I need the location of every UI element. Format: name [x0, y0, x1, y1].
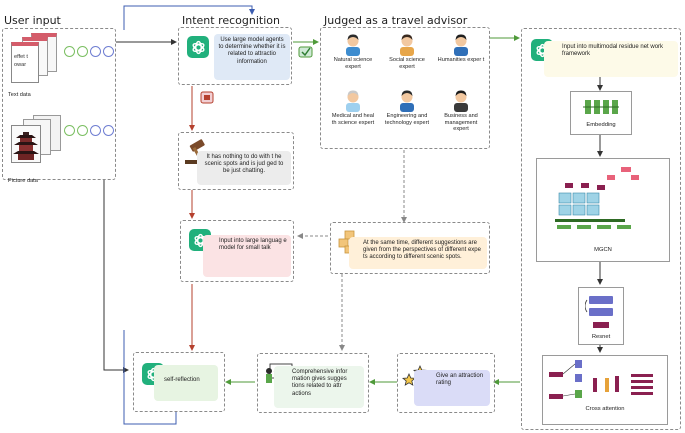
chatgpt-logo-icon	[187, 36, 209, 58]
not-related-box: It has nothing to do with t he scenic sp…	[178, 132, 294, 190]
text-token-circle	[64, 46, 75, 57]
picture-data-label: Picture data	[8, 178, 38, 184]
embedding-label: Embedding	[586, 122, 616, 128]
expert-label: Natural science expert	[333, 57, 373, 70]
not-related-text: It has nothing to do with t he scenic sp…	[197, 151, 291, 185]
rating-text: Give an attraction rating	[414, 370, 490, 406]
section-title-travel-advisor: Judged as a travel advisor	[324, 14, 468, 27]
expert-card: Social science expert	[383, 32, 431, 86]
reject-chip-icon	[200, 91, 214, 104]
mgcn-block: MGCN	[536, 158, 670, 262]
text-token-circle	[103, 46, 114, 57]
suggestions-box: At the same time, different suggestions …	[330, 222, 490, 274]
text-token-circle	[77, 46, 88, 57]
small-talk-text: Input into large languag e model for sma…	[203, 235, 291, 277]
user-input-box: effet t owar Text data Picture data	[2, 28, 116, 184]
expert-label: Humanities exper t	[437, 57, 485, 63]
expert-avatar-icon	[346, 90, 360, 112]
section-title-intent-recognition: Intent recognition	[182, 14, 280, 27]
resnet-block: Resnet	[578, 287, 624, 345]
cross-attention-block: Cross attention	[542, 355, 668, 425]
expert-label: Social science expert	[389, 57, 425, 70]
expert-card: Medical and heal th science expert	[329, 88, 377, 142]
expert-avatar-icon	[346, 34, 360, 56]
section-title-user-input: User input	[4, 14, 61, 27]
resnet-label: Resnet	[591, 334, 611, 340]
rating-box: Give an attraction rating	[397, 353, 495, 413]
check-icon	[298, 46, 313, 58]
pagoda-icon	[13, 132, 39, 160]
cross-attention-diagram	[549, 360, 653, 399]
suggestions-text: At the same time, different suggestions …	[349, 237, 487, 269]
expert-card: Business and management expert	[437, 88, 485, 142]
cross-attention-label: Cross attention	[585, 406, 625, 412]
pipeline-input-text: Input into multimodal residue net work f…	[544, 41, 678, 77]
image-token-circle	[103, 125, 114, 136]
image-token-circle	[90, 125, 101, 136]
expert-card: Natural science expert	[329, 32, 377, 86]
comprehensive-box: Comprehensive infor mation gives sugges …	[257, 353, 369, 413]
self-reflection-box: self-reflection	[133, 352, 225, 412]
expert-card: Engineering and technology expert	[383, 88, 431, 142]
text-data-label: Text data	[8, 92, 31, 98]
expert-card: Humanities exper t	[437, 32, 485, 86]
expert-label: Medical and heal th science expert	[331, 113, 375, 126]
text-doc-front: effet t owar	[11, 42, 39, 83]
experts-box: Natural science expert Social science exp…	[320, 27, 490, 149]
expert-avatar-icon	[400, 90, 414, 112]
expert-avatar-icon	[400, 34, 414, 56]
resnet-diagram	[585, 296, 613, 328]
pipeline-box: Input into multimodal residue net work f…	[521, 28, 681, 430]
text-doc-line1: effet t	[14, 54, 28, 60]
mgcn-label: MGCN	[594, 247, 612, 253]
picture-front	[11, 125, 41, 163]
intent-agent-box: Use large model agents to determine whet…	[178, 27, 292, 85]
expert-label: Engineering and technology expert	[384, 113, 430, 126]
expert-avatar-icon	[454, 90, 468, 112]
embedding-block: Embedding	[570, 91, 632, 135]
small-talk-box: Input into large languag e model for sma…	[180, 220, 294, 282]
image-token-circle	[77, 125, 88, 136]
expert-avatar-icon	[454, 34, 468, 56]
intent-main-text: Use large model agents to determine whet…	[214, 34, 290, 80]
comprehensive-text: Comprehensive infor mation gives sugges …	[274, 366, 364, 408]
text-token-circle	[90, 46, 101, 57]
expert-label: Business and management expert	[444, 113, 478, 133]
self-reflection-text: self-reflection	[154, 365, 218, 401]
image-token-circle	[64, 125, 75, 136]
embedding-diagram	[583, 100, 619, 114]
mgcn-diagram	[555, 167, 639, 229]
text-doc-line2: owar	[14, 62, 27, 68]
